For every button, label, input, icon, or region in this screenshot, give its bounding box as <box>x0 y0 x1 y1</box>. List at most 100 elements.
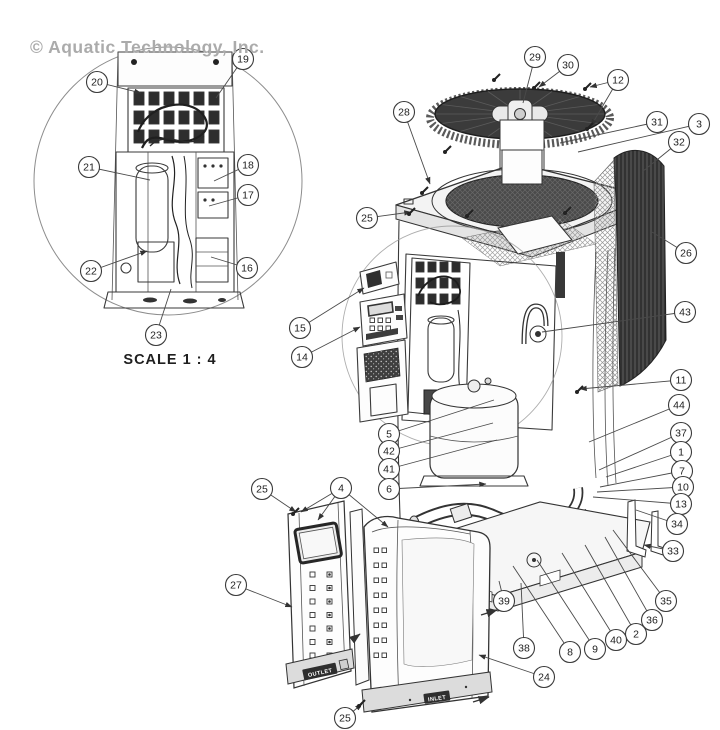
callout-number: 21 <box>83 162 95 174</box>
callout-balloon <box>673 300 697 324</box>
control-panel <box>359 293 408 347</box>
leader-line <box>403 111 431 185</box>
callout-number: 34 <box>671 519 683 531</box>
detail-electrical-cabinet <box>103 51 245 309</box>
callout-number: 25 <box>339 713 351 725</box>
callout-number: 25 <box>256 484 268 496</box>
callout-number: 43 <box>679 307 691 319</box>
callout-number: 35 <box>660 596 672 608</box>
detail-capacitor <box>135 165 169 253</box>
leader-line <box>588 404 680 443</box>
callout-balloon <box>667 130 691 154</box>
callout-balloon <box>492 589 516 613</box>
access-flap <box>497 215 573 255</box>
outlet-label: OUTLET <box>308 668 334 679</box>
callout-number: 39 <box>498 596 510 608</box>
inlet-badge <box>423 690 451 704</box>
screw-icon <box>585 122 594 131</box>
callout-balloon <box>674 241 698 265</box>
callout-balloon <box>624 622 648 646</box>
callout-balloon <box>661 539 685 563</box>
motor-mount <box>501 149 543 185</box>
callout-number: 15 <box>294 323 306 335</box>
callout-number: 27 <box>230 580 242 592</box>
callout-balloon <box>333 706 357 730</box>
wiring-label <box>363 347 401 383</box>
callout-balloon <box>77 155 101 179</box>
callout-balloon <box>231 47 255 71</box>
callout-balloon <box>224 573 248 597</box>
front-panel-keypad: OUTLET <box>285 500 355 689</box>
callout-number: 17 <box>242 190 254 202</box>
watermark: © Aquatic Technology, Inc. <box>30 37 265 57</box>
callout-number: 36 <box>646 615 658 627</box>
front-panels: OUTLET INLET <box>285 500 493 713</box>
assembly-arrow <box>349 633 361 644</box>
assembly-arrows <box>349 609 498 705</box>
wiring-loom <box>417 275 461 306</box>
callout-number: 33 <box>667 546 679 558</box>
screw-icon <box>532 81 541 90</box>
callout-number: 12 <box>612 75 624 87</box>
callout-number: 18 <box>242 160 254 172</box>
callout-balloon <box>288 316 312 340</box>
callout-number: 19 <box>237 54 249 66</box>
leader-line <box>388 481 487 490</box>
callout-number: 44 <box>673 400 685 412</box>
callout-number: 16 <box>241 263 253 275</box>
detail-base-plate <box>103 291 245 309</box>
callout-number: 31 <box>651 117 663 129</box>
leader-line <box>612 529 667 602</box>
callout-balloon <box>640 608 664 632</box>
screw-icon <box>575 385 584 394</box>
leader-line <box>605 451 682 478</box>
callout-balloon <box>236 153 260 177</box>
callout-balloon <box>512 636 536 660</box>
callout-number: 23 <box>150 330 162 342</box>
callout-balloon <box>290 345 314 369</box>
leader-line <box>598 432 682 471</box>
callout-balloon <box>556 53 580 77</box>
leader-line <box>388 439 498 470</box>
callout-number: 6 <box>386 484 392 496</box>
callout-number: 26 <box>680 248 692 260</box>
screw-icon <box>291 507 300 516</box>
callout-number: 4 <box>338 483 344 495</box>
callout-number: 10 <box>677 482 689 494</box>
callout-number: 8 <box>567 647 573 659</box>
callout-number: 24 <box>538 672 550 684</box>
inlet-label: INLET <box>428 695 447 703</box>
callout-balloon <box>665 512 689 536</box>
detail-transformer <box>137 241 175 283</box>
capacitor <box>427 317 455 383</box>
callout-balloon <box>583 637 607 661</box>
callout-number: 42 <box>383 446 395 458</box>
screw-icon <box>407 207 416 216</box>
coil-mesh-edge <box>593 159 619 393</box>
callout-balloon <box>235 256 259 280</box>
panel-face <box>401 537 475 667</box>
leader-line <box>388 399 495 435</box>
screw-icon <box>420 186 429 195</box>
evaporator-coil-panel <box>593 150 667 393</box>
callout-balloon <box>667 393 691 417</box>
screw-icon <box>492 73 501 82</box>
leader-line <box>599 470 683 488</box>
callout-number: 25 <box>361 213 373 225</box>
leader-line <box>478 654 545 678</box>
leader-line <box>584 544 637 635</box>
callout-number: 22 <box>85 266 97 278</box>
leader-line <box>592 496 682 505</box>
main-unit <box>341 87 668 612</box>
callout-balloon <box>329 476 353 500</box>
leader-line <box>561 552 617 641</box>
callout-balloon <box>523 45 547 69</box>
callout-balloon <box>654 589 678 613</box>
callout-balloon <box>250 477 274 501</box>
callout-balloon <box>144 323 168 347</box>
callout-number: 13 <box>675 499 687 511</box>
compressor <box>419 377 529 487</box>
panel-hinge-strip <box>556 252 565 298</box>
